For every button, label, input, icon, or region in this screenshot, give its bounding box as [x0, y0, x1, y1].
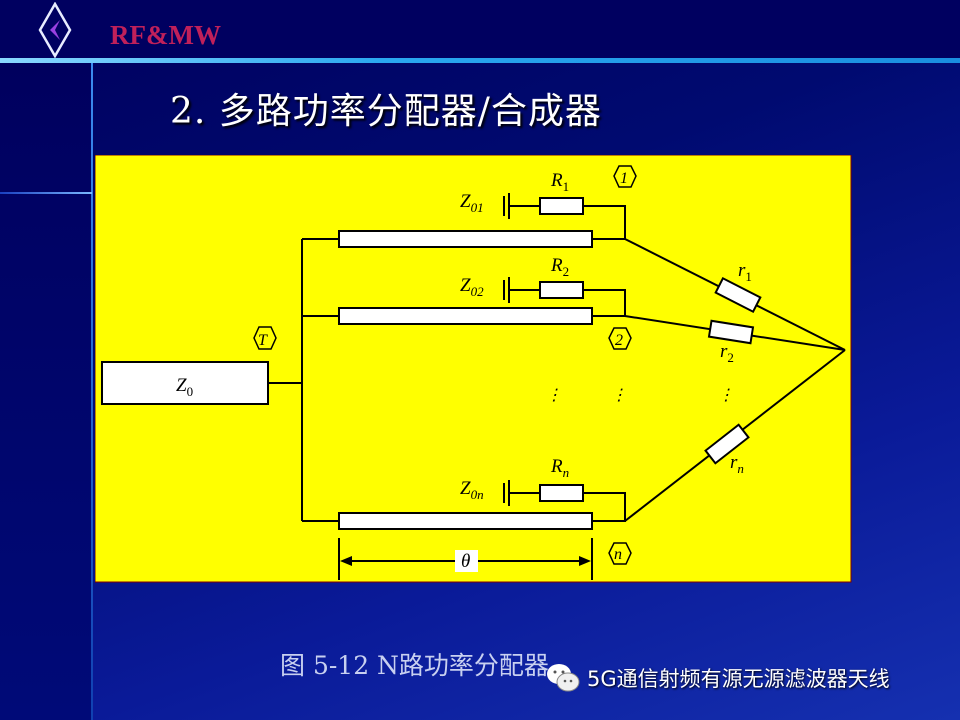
watermark-text: 5G通信射频有源无源滤波器天线: [587, 667, 890, 691]
ellipsis-2: ⋮: [611, 387, 627, 404]
power-divider-diagram: Z0 T 1 2 n Z01 Z02 Z0n R1 R2 Rn r1 r2 rn…: [95, 155, 852, 583]
header-band: [0, 0, 960, 60]
label-rn: rn: [730, 452, 744, 476]
resistor-Rn: [539, 484, 584, 502]
figure-caption: 图 5-12 N路功率分配器: [280, 651, 549, 680]
ellipsis-1: ⋮: [546, 387, 562, 404]
input-line-z0: [101, 361, 269, 405]
theta-label-bg: [455, 550, 478, 572]
label-Z01: Z01: [460, 191, 484, 215]
label-Rn: Rn: [550, 456, 569, 480]
label-r2: r2: [720, 341, 734, 365]
port-label-2: 2: [615, 332, 623, 349]
resistor-R2: [539, 281, 584, 299]
left-band: [0, 60, 92, 720]
arrow-right-icon: [579, 556, 591, 566]
wechat-icon: [547, 664, 580, 692]
port-label-1: 1: [620, 170, 628, 187]
svg-text:Z0: Z0: [176, 375, 193, 399]
resistor-r2: [707, 319, 755, 345]
port-label-n: n: [614, 546, 622, 563]
resistor-r1: [714, 276, 762, 314]
slide-title: 2. 多路功率分配器/合成器: [170, 91, 602, 132]
ellipsis-3: ⋮: [718, 387, 734, 404]
resistor-rn: [704, 423, 750, 465]
label-R2: R2: [550, 255, 569, 279]
label-r1: r1: [738, 260, 752, 284]
arrow-left-icon: [340, 556, 352, 566]
diamond-arrow-icon: [38, 2, 72, 58]
resistor-R1: [539, 197, 584, 215]
watermark: 5G通信射频有源无源滤波器天线: [545, 662, 890, 694]
port-label-T: T: [258, 332, 268, 349]
theta-label: θ: [461, 551, 470, 572]
left-divider: [91, 63, 93, 720]
port-markers: [253, 165, 637, 565]
label-R1: R1: [550, 170, 569, 194]
transmission-line-2: [338, 307, 593, 325]
left-accent-line: [0, 192, 92, 194]
brand-logo-text: RF&MW: [110, 20, 221, 50]
label-Z0n: Z0n: [460, 478, 484, 502]
transmission-line-n: [338, 512, 593, 530]
header-divider: [0, 58, 960, 63]
transmission-line-1: [338, 230, 593, 248]
label-Z02: Z02: [460, 275, 484, 299]
